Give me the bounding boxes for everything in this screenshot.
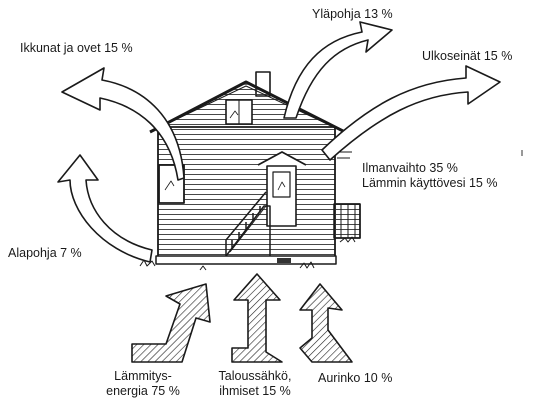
roof — [149, 80, 346, 134]
ground-grass — [139, 236, 356, 271]
side-stairs — [333, 203, 361, 239]
arrow-ylapohja — [283, 21, 393, 119]
label-lammitysenergia: Lämmitys- energia 75 % — [88, 369, 198, 399]
label-lammitysenergia-line1: Lämmitys- — [114, 369, 172, 383]
front-stairs — [225, 191, 271, 257]
label-taloussahko-line1: Taloussähkö, — [218, 369, 292, 383]
label-lammitysenergia-line2: energia 75 % — [106, 384, 180, 398]
label-lammin-kayttovesi: Lämmin käyttövesi 15 % — [362, 176, 498, 190]
label-aurinko: Aurinko 10 % — [318, 371, 393, 385]
heat-loss-arrows — [57, 21, 501, 263]
foundation — [155, 255, 337, 265]
arrow-ikkunat — [61, 67, 185, 181]
house-wall — [157, 126, 336, 258]
arrow-talous — [231, 273, 283, 363]
label-ilmanvaihto: Ilmanvaihto 35 % — [362, 161, 458, 175]
label-alapohja: Alapohja 7 % — [8, 246, 82, 260]
label-ikkunat-ja-ovet: Ikkunat ja ovet 15 % — [20, 41, 133, 55]
porch-roof — [257, 151, 307, 166]
house — [139, 71, 361, 271]
door — [266, 165, 297, 227]
label-taloussahko: Taloussähkö, ihmiset 15 % — [200, 369, 310, 399]
label-ulkoseinat: Ulkoseinät 15 % — [422, 49, 513, 63]
arrow-ulkoseinat — [321, 65, 501, 161]
arrow-alapohja — [57, 154, 153, 263]
label-ylapohja: Yläpohja 13 % — [312, 7, 393, 21]
arrow-lammitys — [131, 283, 211, 363]
label-taloussahko-line2: ihmiset 15 % — [219, 384, 291, 398]
energy-input-arrows — [131, 273, 353, 363]
arrow-aurinko — [299, 283, 353, 363]
